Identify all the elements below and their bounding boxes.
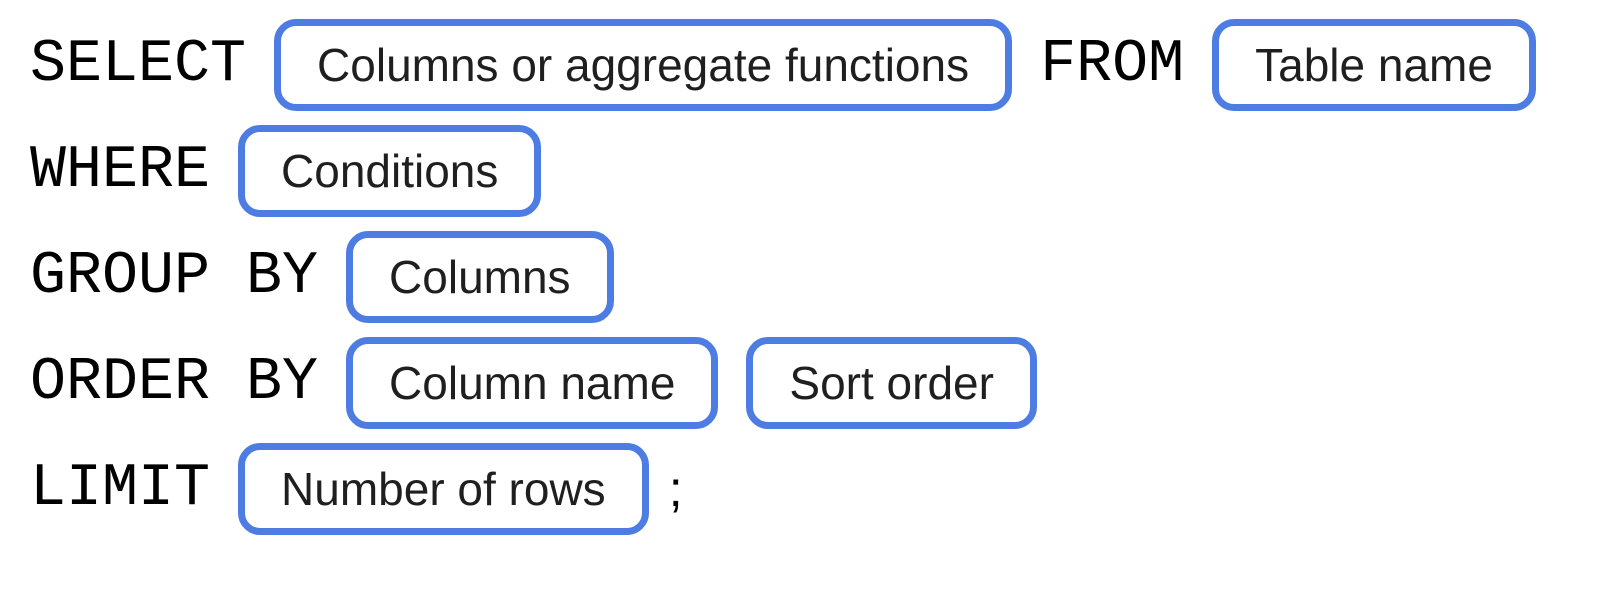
keyword-group-by: GROUP BY [30, 242, 319, 311]
keyword-where: WHERE [30, 136, 211, 205]
statement-terminator-semicolon: ; [668, 460, 683, 517]
pill-label: Columns or aggregate functions [317, 38, 970, 91]
pill-columns: Columns [346, 230, 614, 323]
statement-row-group-by: GROUP BY Columns [30, 230, 1600, 323]
pill-columns-or-aggregate-functions: Columns or aggregate functions [274, 18, 1013, 111]
pill-label: Columns [389, 250, 571, 303]
pill-table-name: Table name [1212, 18, 1536, 111]
pill-label: Conditions [281, 144, 499, 197]
pill-label: Sort order [789, 356, 994, 409]
statement-row-order-by: ORDER BY Column name Sort order [30, 336, 1600, 429]
pill-column-name: Column name [346, 336, 719, 429]
pill-label: Number of rows [281, 462, 606, 515]
pill-sort-order: Sort order [746, 336, 1037, 429]
keyword-from: FROM [1040, 30, 1185, 99]
pill-label: Column name [389, 356, 676, 409]
pill-label: Table name [1255, 38, 1493, 91]
statement-row-limit: LIMIT Number of rows ; [30, 442, 1600, 535]
pill-number-of-rows: Number of rows [238, 442, 649, 535]
pill-conditions: Conditions [238, 124, 542, 217]
statement-row-select: SELECT Columns or aggregate functions FR… [30, 18, 1600, 111]
keyword-limit: LIMIT [30, 454, 211, 523]
keyword-select: SELECT [30, 30, 247, 99]
statement-row-where: WHERE Conditions [30, 124, 1600, 217]
keyword-order-by: ORDER BY [30, 348, 319, 417]
